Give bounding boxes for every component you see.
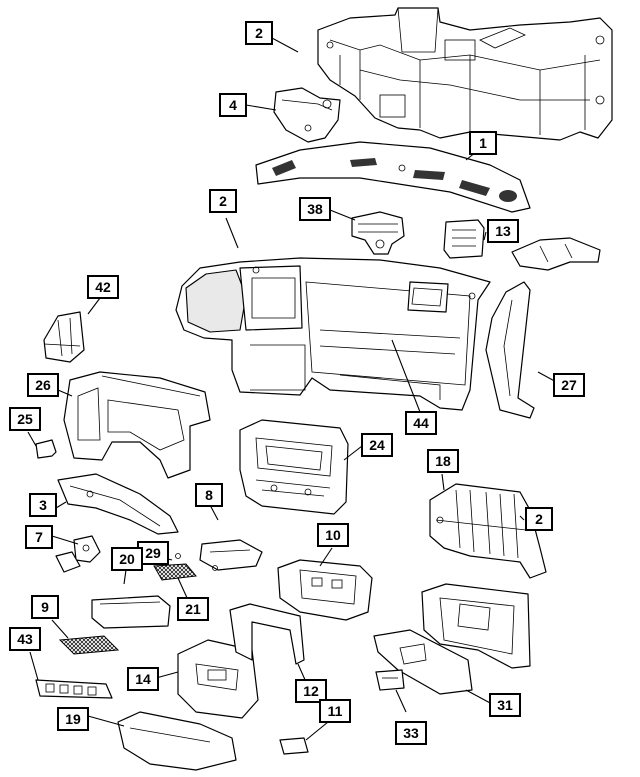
callout-12: 12	[295, 679, 327, 703]
callout-1: 1	[469, 131, 497, 155]
part-radio-module	[277, 559, 373, 621]
part-switch-bank	[429, 483, 547, 579]
callout-11: 11	[319, 699, 351, 723]
part-lower-cover-3	[57, 473, 179, 535]
callout-label: 2	[219, 193, 227, 209]
callout-label: 38	[307, 201, 323, 217]
callout-label: 9	[41, 599, 49, 615]
callout-label: 21	[185, 601, 201, 617]
callout-33: 33	[395, 721, 427, 745]
callout-label: 29	[145, 545, 161, 561]
callout-label: 7	[35, 529, 43, 545]
callout-label: 24	[369, 437, 385, 453]
callout-label: 12	[303, 683, 319, 699]
callout-label: 19	[65, 711, 81, 727]
callout-label: 25	[17, 411, 33, 427]
part-side-cover	[273, 87, 341, 143]
callout-2-right: 2	[525, 507, 553, 531]
callout-label: 1	[479, 135, 487, 151]
callout-44: 44	[405, 411, 437, 435]
part-switch-7	[55, 535, 101, 573]
callout-19: 19	[57, 707, 89, 731]
part-upper-panel	[255, 141, 531, 213]
part-end-trim	[485, 281, 535, 419]
part-instrument-panel-assembly	[175, 257, 491, 411]
part-storage-bin	[91, 595, 171, 629]
callout-label: 31	[497, 697, 513, 713]
part-cup-holder	[177, 639, 259, 719]
callout-21: 21	[177, 597, 209, 621]
callout-2-top: 2	[245, 21, 273, 45]
callout-label: 43	[17, 631, 33, 647]
callout-20: 20	[111, 547, 143, 571]
callout-label: 27	[561, 377, 577, 393]
callout-7: 7	[25, 525, 53, 549]
callout-25: 25	[9, 407, 41, 431]
callout-27: 27	[553, 373, 585, 397]
callout-label: 10	[325, 527, 341, 543]
callout-13: 13	[487, 219, 519, 243]
part-glove-box-door	[421, 583, 531, 669]
callout-label: 2	[535, 511, 543, 527]
part-bracket-right	[511, 237, 601, 271]
part-tray-8	[175, 539, 263, 571]
callout-label: 33	[403, 725, 419, 741]
callout-label: 14	[135, 671, 151, 687]
part-mat-9	[58, 635, 120, 655]
callout-label: 44	[413, 415, 429, 431]
callout-31: 31	[489, 693, 521, 717]
part-center-bezel	[239, 419, 349, 515]
callout-label: 18	[435, 453, 451, 469]
part-module-13	[443, 219, 485, 259]
callout-label: 42	[95, 279, 111, 295]
part-lower-trim-19	[117, 711, 237, 771]
callout-2-middle: 2	[209, 189, 237, 213]
callout-label: 8	[205, 487, 213, 503]
part-airbag-module	[351, 211, 405, 255]
part-cross-car-beam	[317, 7, 613, 141]
callout-label: 3	[39, 497, 47, 513]
part-glove-box-bin	[373, 629, 473, 695]
callout-label: 2	[255, 25, 263, 41]
callout-10: 10	[317, 523, 349, 547]
part-bracket-42	[43, 311, 85, 363]
part-latch-33	[375, 669, 405, 691]
part-switch-25	[35, 439, 57, 459]
callout-label: 4	[229, 97, 237, 113]
callout-14: 14	[127, 667, 159, 691]
part-switch-panel-43	[35, 679, 113, 699]
callout-42: 42	[87, 275, 119, 299]
callout-24: 24	[361, 433, 393, 457]
callout-8: 8	[195, 483, 223, 507]
callout-label: 11	[328, 703, 343, 719]
callout-3: 3	[29, 493, 57, 517]
callout-label: 13	[495, 223, 511, 239]
callout-26: 26	[27, 373, 59, 397]
callout-9: 9	[31, 595, 59, 619]
callout-label: 20	[119, 551, 135, 567]
callout-38: 38	[299, 197, 331, 221]
part-switch-11	[279, 737, 309, 755]
callout-43: 43	[9, 627, 41, 651]
callout-18: 18	[427, 449, 459, 473]
callout-4: 4	[219, 93, 247, 117]
part-bracket-frame-12	[229, 603, 305, 665]
part-cluster-bezel	[63, 371, 211, 479]
part-mesh-tray-21	[153, 563, 197, 581]
callout-label: 26	[35, 377, 51, 393]
